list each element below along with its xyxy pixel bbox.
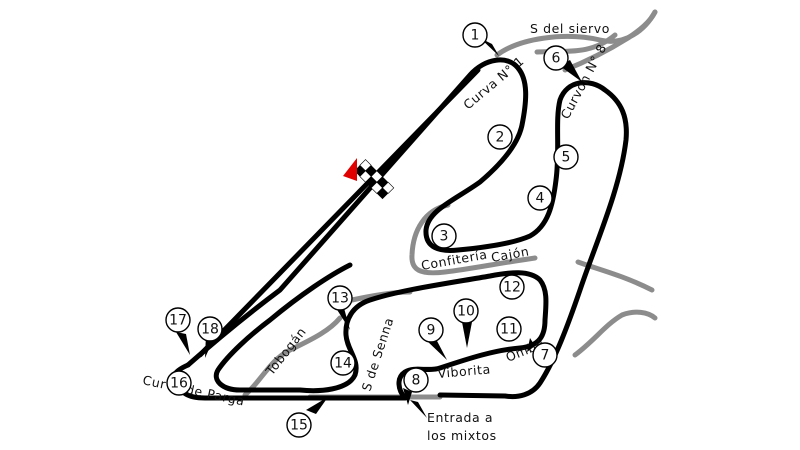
turn-pointers: [176, 38, 582, 418]
turn-circle: [431, 223, 457, 249]
turn-marker-12: 12: [499, 274, 525, 300]
turn-number: 16: [170, 376, 188, 392]
turn-marker-7: 7: [532, 342, 558, 368]
turn-marker-13: 13: [327, 285, 353, 311]
turn-number: 2: [496, 130, 505, 146]
label-entrada-line1: Entrada a: [427, 410, 493, 425]
turn-circle: [327, 285, 353, 311]
turn-circle: [532, 342, 558, 368]
grey-right-stub: [575, 259, 655, 293]
pointer-9: [426, 339, 447, 360]
turn-marker-1: 1: [462, 22, 488, 48]
turn-number: 18: [201, 322, 219, 338]
turn-circle: [453, 298, 479, 324]
turn-circle: [165, 307, 191, 333]
grey-tobogan-section: [242, 315, 343, 398]
turn-circle: [543, 45, 569, 71]
turn-marker-2: 2: [487, 124, 513, 150]
turn-circle: [330, 350, 356, 376]
label-cajon: Cajón: [490, 244, 530, 265]
pointer-8: [403, 388, 412, 405]
label-tobogan: Tobogán: [262, 324, 309, 379]
turn-number: 8: [412, 373, 421, 389]
pointer-17: [176, 332, 190, 355]
turn-number: 5: [562, 150, 571, 166]
label-viborita: Viborita: [437, 361, 491, 381]
turn-circle: [403, 367, 429, 393]
label-s-del-siervo: S del siervo: [530, 21, 610, 36]
pointer-entrada: [410, 400, 427, 418]
grey-link-to-curvon: [562, 9, 658, 73]
red-flag-icon: [343, 158, 357, 181]
inner-infield: [213, 262, 549, 401]
pointer-10: [462, 322, 472, 348]
label-curva-de-parga: Curva de Parga: [141, 372, 246, 408]
turn-marker-18: 18: [197, 316, 223, 342]
turn-marker-4: 4: [527, 185, 553, 211]
turn-marker-8: 8: [403, 367, 429, 393]
turn-marker-6: 6: [543, 45, 569, 71]
turn-marker-15: 15: [286, 412, 312, 438]
turn-circle: [197, 316, 223, 342]
turn-number: 11: [500, 322, 518, 338]
turn-circle: [499, 274, 525, 300]
turn-marker-16: 16: [166, 370, 192, 396]
turn-circle: [462, 22, 488, 48]
grey-ombu-extension: [572, 309, 658, 358]
grey-long-connector: [409, 202, 538, 276]
turn-number: 12: [503, 280, 521, 296]
turn-circle: [487, 124, 513, 150]
turn-circle: [166, 370, 192, 396]
turn-number: 13: [331, 291, 349, 307]
turn-number: 10: [457, 304, 475, 320]
main-outer-loop: [185, 57, 629, 400]
turn-number: 1: [471, 28, 480, 44]
turn-circle: [418, 317, 444, 343]
turn-number: 15: [290, 418, 308, 434]
turn-marker-9: 9: [418, 317, 444, 343]
turn-marker-3: 3: [431, 223, 457, 249]
turn-number: 6: [552, 51, 561, 67]
turn-marker-10: 10: [453, 298, 479, 324]
label-entrada-line2: los mixtos: [427, 428, 497, 443]
pointer-13: [334, 305, 350, 330]
home-straight-inner: [197, 67, 481, 358]
turn-marker-17: 17: [165, 307, 191, 333]
turn-marker-14: 14: [330, 350, 356, 376]
turn-circle: [527, 185, 553, 211]
turn-marker-11: 11: [496, 316, 522, 342]
turn-number: 7: [541, 348, 550, 364]
turn-number: 4: [536, 191, 545, 207]
turn-circle: [286, 412, 312, 438]
turn-number: 3: [440, 229, 449, 245]
turn-number: 9: [427, 323, 436, 339]
turn-number: 14: [334, 356, 352, 372]
pointer-15: [306, 397, 328, 414]
pointer-7: [527, 338, 535, 352]
turn-circle: [553, 144, 579, 170]
turn-number: 17: [169, 313, 187, 329]
turn-circle: [496, 316, 522, 342]
label-s-de-senna: S de Senna: [359, 315, 397, 393]
turn-marker-5: 5: [553, 144, 579, 170]
